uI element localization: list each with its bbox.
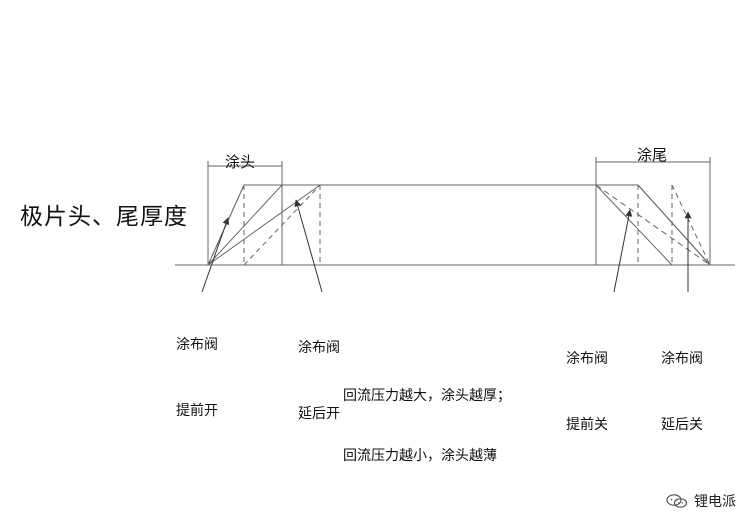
valve-open-late-label: 涂布阀 延后开 bbox=[298, 293, 340, 447]
coating-head-label: 涂头 bbox=[225, 153, 256, 171]
head-open-late-profile bbox=[207, 184, 321, 266]
valve-open-early-line-2: 提前开 bbox=[176, 403, 218, 419]
wechat-icon bbox=[666, 494, 688, 508]
diagram-title: 极片头、尾厚度 bbox=[20, 204, 188, 230]
tail-close-early-profile bbox=[595, 184, 673, 266]
pressure-note: 回流压力越大，涂头越厚； 回流压力越小，涂头越薄 bbox=[343, 346, 511, 486]
valve-open-early-line-1: 涂布阀 bbox=[176, 337, 218, 353]
valve-open-early-label: 涂布阀 提前开 bbox=[176, 290, 218, 444]
valve-close-late-line-1: 涂布阀 bbox=[661, 351, 703, 367]
valve-close-early-arrow bbox=[613, 209, 633, 293]
valve-open-early-arrow bbox=[201, 217, 230, 293]
head-open-early-profile bbox=[207, 184, 283, 266]
tail-dash-4 bbox=[671, 184, 711, 266]
tail-close-late-profile bbox=[637, 184, 711, 266]
pressure-note-line-1: 回流压力越大，涂头越厚； bbox=[343, 388, 511, 404]
valve-close-early-label: 涂布阀 提前关 bbox=[566, 304, 608, 458]
valve-open-late-line-2: 延后开 bbox=[298, 406, 340, 422]
head-dash-3 bbox=[243, 184, 321, 266]
valve-open-late-arrow bbox=[294, 199, 323, 293]
coating-tail-label: 涂尾 bbox=[637, 146, 668, 164]
brand-text: 锂电派 bbox=[694, 494, 736, 510]
valve-close-late-line-2: 延后关 bbox=[661, 417, 703, 433]
tail-dash-3 bbox=[595, 184, 711, 266]
valve-close-late-label: 涂布阀 延后关 bbox=[661, 304, 703, 458]
pressure-note-line-2: 回流压力越小，涂头越薄 bbox=[343, 448, 497, 464]
valve-close-early-line-2: 提前关 bbox=[566, 417, 608, 433]
valve-open-late-line-1: 涂布阀 bbox=[298, 340, 340, 356]
coating-profile bbox=[207, 184, 711, 266]
brand-watermark: 锂电派 bbox=[666, 491, 736, 511]
valve-close-early-line-1: 涂布阀 bbox=[566, 351, 608, 367]
